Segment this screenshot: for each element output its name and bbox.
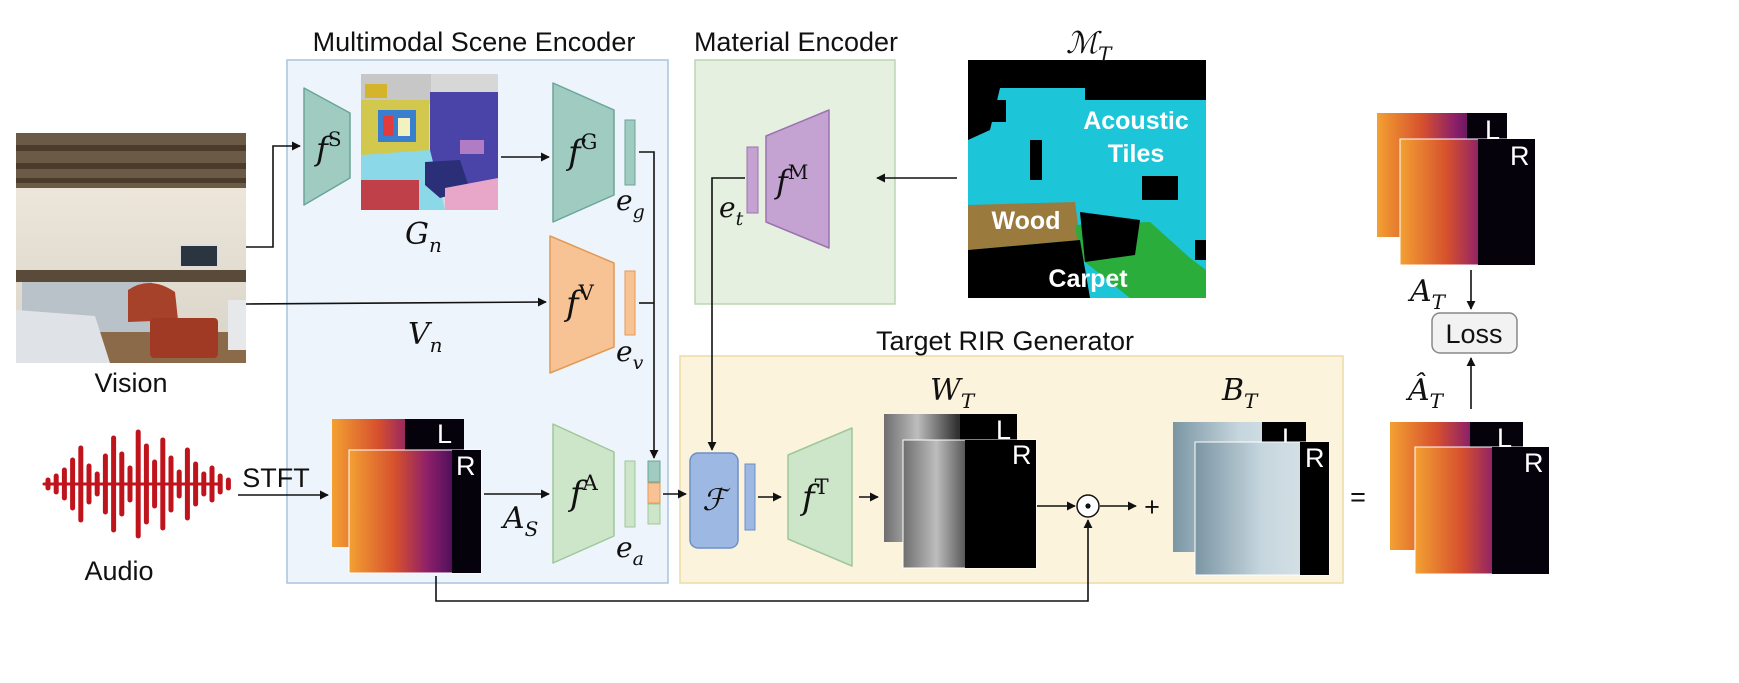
svg-text:L: L: [996, 415, 1011, 445]
ev-label: ev: [616, 335, 644, 374]
svg-text:R: R: [1305, 443, 1325, 473]
material-encoder-title: Material Encoder: [694, 27, 898, 57]
Vn-label: Vn: [408, 317, 443, 357]
equals-op: =: [1350, 482, 1366, 512]
material-label-wood: Wood: [992, 207, 1061, 235]
connectors: [238, 141, 1476, 602]
material-label-tiles-1: Acoustic: [1083, 107, 1189, 135]
ea-embedding: [624, 460, 636, 528]
svg-text:L: L: [1485, 115, 1500, 145]
ea-label: ea: [616, 531, 644, 570]
material-label-tiles-2: Tiles: [1108, 140, 1165, 168]
plus-op: +: [1144, 492, 1160, 522]
fusion-embedding: [744, 463, 756, 531]
stft-label: STFT: [242, 463, 310, 493]
svg-text:L: L: [437, 419, 452, 449]
fM-encoder: [765, 109, 830, 249]
et-embedding: [746, 146, 759, 214]
arrow-vision-fS: [246, 141, 301, 248]
fusion-module: [689, 452, 739, 549]
eg-label: eg: [616, 184, 645, 223]
MT-label: ℳT: [1066, 26, 1113, 66]
AThat-label: ÂT: [1405, 372, 1445, 413]
audio-label: Audio: [84, 556, 153, 586]
arrow-eg-concat: [639, 151, 659, 459]
fS-encoder: [303, 87, 351, 206]
material-label-carpet: Carpet: [1048, 265, 1128, 293]
loss-label: Loss: [1445, 319, 1502, 349]
fA-encoder: [552, 423, 615, 564]
ev-embedding: [624, 270, 636, 336]
eg-embedding: [624, 119, 636, 186]
arrow-et-fusion: [707, 177, 745, 451]
concat-embedding: [647, 460, 661, 525]
Gn-label: Gn: [405, 217, 442, 257]
fV-encoder: [549, 235, 615, 374]
fT-generator: [787, 427, 853, 567]
audio-waveform: [42, 429, 231, 539]
svg-text:R: R: [1012, 440, 1032, 470]
BT-spectrogram: L R: [1173, 422, 1330, 576]
semantic-map-image: [361, 74, 498, 210]
vision-image: [16, 133, 246, 363]
svg-text:R: R: [456, 451, 476, 481]
WT-spectrogram: L R: [884, 414, 1037, 569]
AT-label: AT: [1407, 274, 1447, 314]
fG-encoder: [552, 82, 615, 223]
svg-text:L: L: [1497, 423, 1512, 453]
svg-text:R: R: [1524, 448, 1544, 478]
source-spectrogram: L R: [332, 419, 482, 574]
predicted-spectrogram: L R: [1390, 422, 1550, 575]
WT-label: WT: [930, 373, 976, 413]
et-label: et: [719, 191, 744, 230]
target-spectrogram: L R: [1377, 113, 1536, 266]
svg-text:R: R: [1510, 141, 1530, 171]
AS-label: AS: [500, 501, 538, 541]
material-map-image: [968, 60, 1206, 298]
fS-label: fS: [314, 127, 342, 168]
scene-encoder-title: Multimodal Scene Encoder: [313, 27, 636, 57]
arrow-skip-hadamard: [435, 519, 1093, 602]
vision-label: Vision: [94, 368, 167, 398]
loss-box: [1431, 312, 1518, 354]
rir-generator-title: Target RIR Generator: [876, 326, 1134, 356]
hadamard-dot: [1085, 503, 1091, 509]
arrow-vision-fV: [245, 297, 547, 307]
BT-label: BT: [1221, 373, 1259, 413]
